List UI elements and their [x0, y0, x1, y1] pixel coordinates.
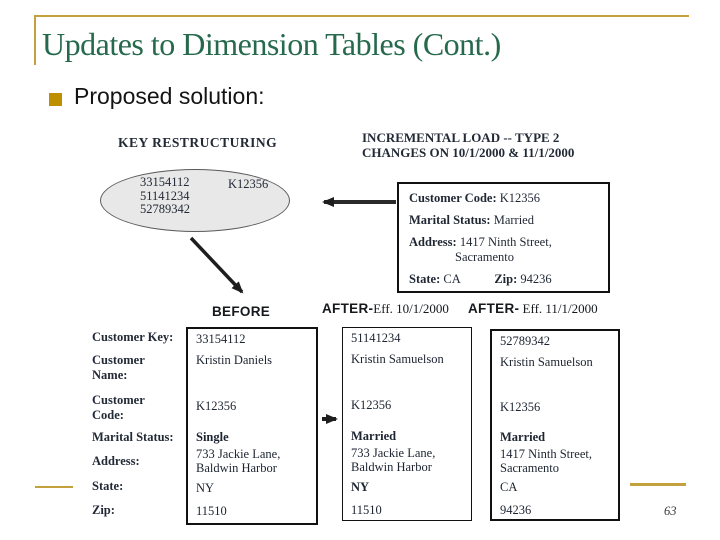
- column-header-after-2: AFTER- Eff. 11/1/2000: [468, 301, 598, 317]
- row-label-customer-code: Customer Code:: [92, 393, 145, 422]
- top-rule-line: [35, 15, 689, 17]
- detail-marital-status-label: Marital Status:: [409, 213, 491, 227]
- before-table: 33154112 Kristin Daniels K12356 Single 7…: [186, 327, 318, 525]
- incremental-load-heading-line1: INCREMENTAL LOAD -- TYPE 2: [362, 130, 560, 145]
- after-1-customer-name: Kristin Samuelson: [351, 352, 444, 366]
- bottom-left-rule-line: [35, 486, 73, 488]
- detail-zip-value: 94236: [520, 272, 552, 286]
- column-header-after-1: AFTER-Eff. 10/1/2000: [322, 301, 449, 317]
- after-2-address: 1417 Ninth Street, Sacramento: [500, 447, 593, 475]
- after-1-zip: 11510: [351, 503, 382, 517]
- row-label-customer-name: Customer Name:: [92, 353, 145, 382]
- detail-marital-status-row: Marital Status: Married: [409, 213, 534, 228]
- title-side-rule-line: [34, 15, 36, 65]
- detail-state-value: CA: [443, 272, 461, 286]
- row-label-address: Address:: [92, 454, 140, 468]
- detail-address-value-line1: 1417 Ninth Street,: [459, 235, 552, 249]
- detail-address-row: Address: 1417 Ninth Street,: [409, 235, 552, 250]
- after-2-marital-status: Married: [500, 430, 546, 444]
- incremental-load-heading-line2: CHANGES ON 10/1/2000 & 11/1/2000: [362, 145, 575, 160]
- detail-marital-status-value: Married: [493, 213, 534, 227]
- restructure-diagonal-arrow-icon: [189, 236, 244, 294]
- before-customer-key: 33154112: [196, 332, 246, 346]
- after-1-state: NY: [351, 480, 370, 494]
- after-1-customer-key: 51141234: [351, 331, 401, 345]
- row-label-zip: Zip:: [92, 503, 115, 517]
- row-label-customer-key: Customer Key:: [92, 330, 174, 344]
- before-customer-name: Kristin Daniels: [196, 353, 273, 367]
- detail-address-label: Address:: [409, 235, 457, 249]
- after-1-table: 51141234 Kristin Samuelson K12356 Marrie…: [342, 327, 472, 521]
- incremental-load-detail-box: Customer Code: K12356 Marital Status: Ma…: [397, 182, 610, 293]
- column-header-after-1-prefix: AFTER-: [322, 301, 374, 316]
- row-label-marital-status: Marital Status:: [92, 430, 174, 444]
- after-2-state: CA: [500, 480, 518, 494]
- detail-customer-code-label: Customer Code:: [409, 191, 497, 205]
- page-title: Updates to Dimension Tables (Cont.): [42, 26, 501, 62]
- before-state: NY: [196, 481, 215, 495]
- column-header-before: BEFORE: [212, 304, 270, 320]
- key-restructuring-ellipse: [100, 169, 290, 232]
- column-header-before-text: BEFORE: [212, 304, 271, 319]
- key-restructuring-heading: KEY RESTRUCTURING: [118, 135, 278, 150]
- before-customer-code: K12356: [196, 399, 237, 413]
- new-key-value: K12356: [228, 177, 269, 191]
- before-zip: 11510: [196, 504, 227, 518]
- detail-address-value-line2: Sacramento: [455, 250, 515, 264]
- detail-customer-code-row: Customer Code: K12356: [409, 191, 540, 206]
- after-2-customer-key: 52789342: [500, 334, 550, 348]
- old-key: 51141234: [140, 188, 190, 203]
- old-keys-list: 33154112 51141234 52789342: [140, 175, 190, 217]
- detail-state-label: State:: [409, 272, 441, 286]
- detail-customer-code-value: K12356: [499, 191, 541, 205]
- column-header-after-1-date: Eff. 10/1/2000: [373, 301, 449, 316]
- after-1-address: 733 Jackie Lane, Baldwin Harbor: [351, 446, 436, 474]
- before-marital-status: Single: [196, 430, 229, 444]
- after-2-zip: 94236: [500, 503, 532, 517]
- after-2-customer-code: K12356: [500, 400, 541, 414]
- after-2-table: 52789342 Kristin Samuelson K12356 Marrie…: [490, 329, 620, 521]
- detail-zip-label: Zip:: [494, 272, 518, 286]
- old-key: 52789342: [140, 202, 190, 216]
- incremental-load-heading: INCREMENTAL LOAD -- TYPE 2 CHANGES ON 10…: [362, 130, 574, 160]
- page-number: 63: [664, 504, 677, 518]
- detail-state-zip-row: State: CA Zip: 94236: [409, 272, 552, 287]
- after-1-marital-status: Married: [351, 429, 397, 443]
- bottom-right-rule-line: [630, 483, 686, 486]
- column-header-after-2-prefix: AFTER-: [468, 301, 520, 316]
- row-label-state: State:: [92, 479, 124, 493]
- before-address: 733 Jackie Lane, Baldwin Harbor: [196, 447, 281, 475]
- after-2-customer-name: Kristin Samuelson: [500, 355, 593, 369]
- after-1-customer-code: K12356: [351, 398, 392, 412]
- old-key: 33154112: [140, 175, 190, 189]
- bullet-square-icon: [49, 93, 62, 106]
- bullet-text: Proposed solution:: [74, 83, 265, 109]
- column-header-after-2-date: Eff. 11/1/2000: [519, 301, 598, 316]
